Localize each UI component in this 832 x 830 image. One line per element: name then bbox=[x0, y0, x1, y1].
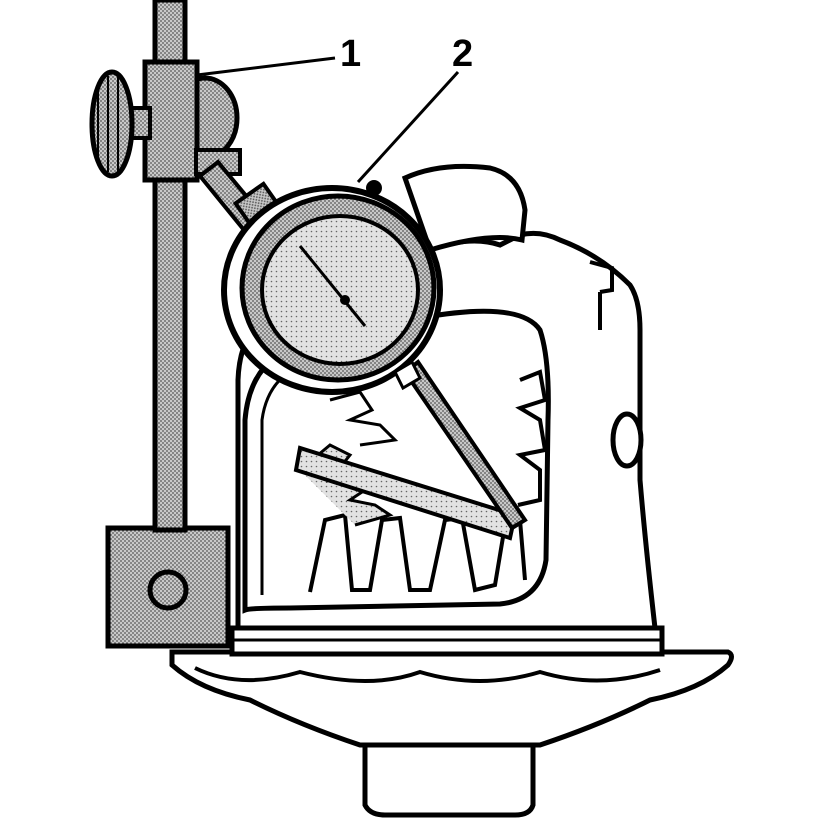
magnetic-base bbox=[105, 525, 231, 649]
callout-2: 2 bbox=[452, 33, 473, 75]
callout-leaders bbox=[196, 56, 460, 184]
post-clamp bbox=[89, 59, 242, 183]
callout-1: 1 bbox=[340, 33, 361, 75]
dial-indicator bbox=[221, 180, 443, 395]
carrier-base bbox=[169, 625, 734, 818]
